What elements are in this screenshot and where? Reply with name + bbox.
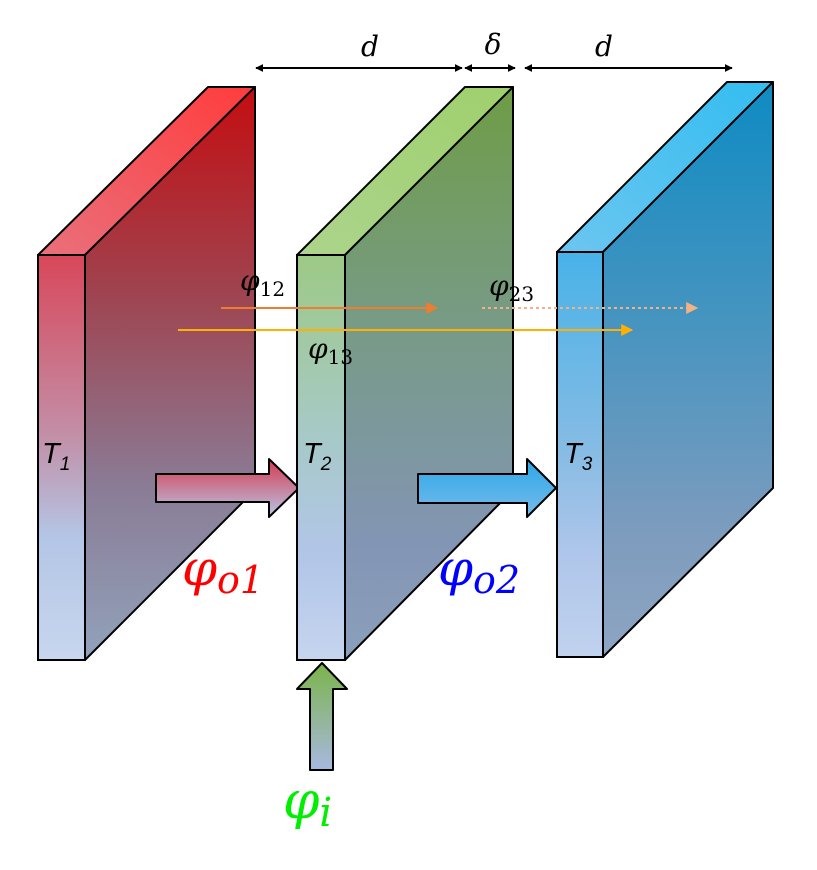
flux-labels: φ12 φ13 φ23 φo1 φo2 φi [182, 264, 534, 836]
plate-3 [556, 81, 774, 658]
exchange-rays [178, 302, 699, 336]
flux-arrow-i [296, 662, 348, 771]
temperature-labels: T1 T2 T3 [42, 438, 593, 475]
phi-o2-label: φo2 [438, 539, 520, 602]
phi12-label: φ12 [240, 264, 285, 301]
plate-2-temp-label: T2 [303, 438, 332, 475]
plate-3-front [556, 251, 604, 658]
flux-o1-arrow-shape [155, 458, 300, 518]
phi-o1-label: φo1 [182, 539, 264, 602]
plate-2-front [296, 254, 346, 661]
flux-arrow-o1 [155, 458, 300, 518]
plate-1-temp-label: T1 [42, 438, 70, 475]
dimension-markers: d δ d [255, 28, 733, 72]
flux-i-arrow-shape [296, 662, 348, 771]
dim-delta-label: δ [485, 28, 502, 61]
phi23-label: φ23 [489, 269, 534, 306]
phi-i-label: φi [283, 771, 332, 836]
dim-d-left-label: d [361, 30, 379, 63]
plate-3-side [602, 81, 774, 658]
phi13-label: φ13 [308, 332, 353, 369]
plate-3-temp-label: T3 [564, 438, 593, 475]
plate-1 [37, 86, 256, 661]
plate-1-front [37, 254, 86, 661]
plate-2 [296, 86, 514, 661]
dim-d-right-label: d [595, 30, 613, 63]
flux-arrow-o2 [417, 458, 557, 518]
flux-o2-arrow-shape [417, 458, 557, 518]
